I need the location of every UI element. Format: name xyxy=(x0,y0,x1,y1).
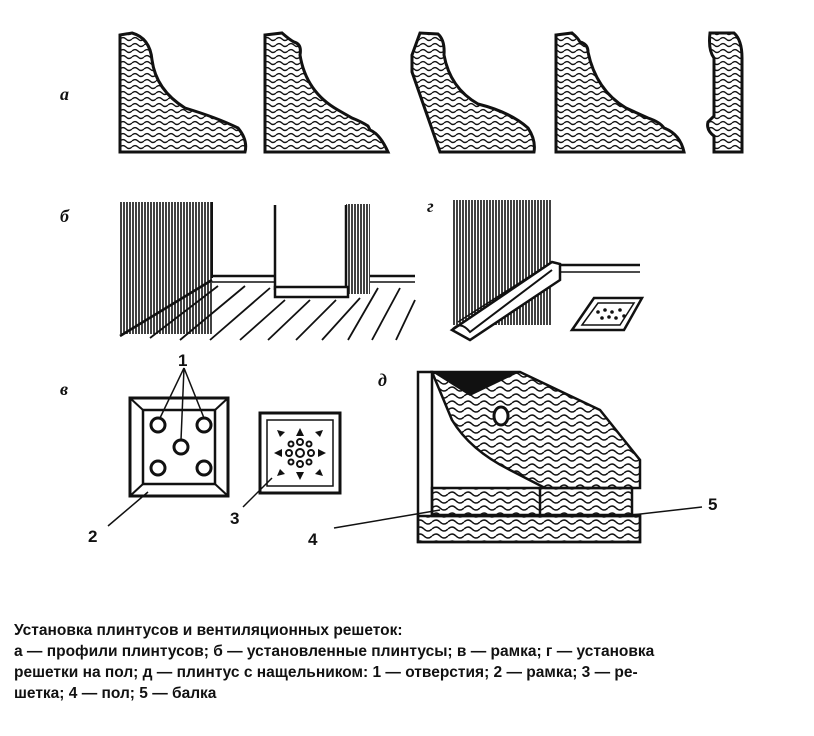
callout-4: 4 xyxy=(308,530,318,549)
profile-2 xyxy=(263,31,391,154)
panel-label-a: а xyxy=(60,84,69,104)
callout-5: 5 xyxy=(708,495,717,514)
figure-caption: Установка плинтусов и вентиляционных реш… xyxy=(14,620,804,704)
caption-line: а — профили плинтусов; б — установленные… xyxy=(14,643,655,660)
caption-line: решетки на пол; д — плинтус с нащельнико… xyxy=(14,664,638,681)
installed-baseboards-scene xyxy=(119,202,416,341)
panel-label-d: д xyxy=(378,370,387,390)
vent-grille xyxy=(258,411,342,495)
panel-label-g: г xyxy=(427,196,434,216)
profile-5 xyxy=(706,31,744,154)
figure-illustration: а б в г д xyxy=(60,31,744,549)
caption-title: Установка плинтусов и вентиляционных реш… xyxy=(14,622,403,639)
panel-label-b: б xyxy=(60,206,70,226)
baseboard-section xyxy=(416,370,642,544)
callout-3: 3 xyxy=(230,509,239,528)
profile-1 xyxy=(118,31,248,154)
leader-lines xyxy=(107,367,703,529)
callout-2: 2 xyxy=(88,527,97,546)
vent-frame xyxy=(128,396,230,498)
floor-grille-installation-scene xyxy=(449,200,645,342)
profile-3 xyxy=(410,31,536,154)
callout-1: 1 xyxy=(178,351,187,370)
profile-4 xyxy=(554,31,686,154)
caption-line: шетка; 4 — пол; 5 — балка xyxy=(14,685,217,702)
panel-label-v: в xyxy=(60,379,68,399)
